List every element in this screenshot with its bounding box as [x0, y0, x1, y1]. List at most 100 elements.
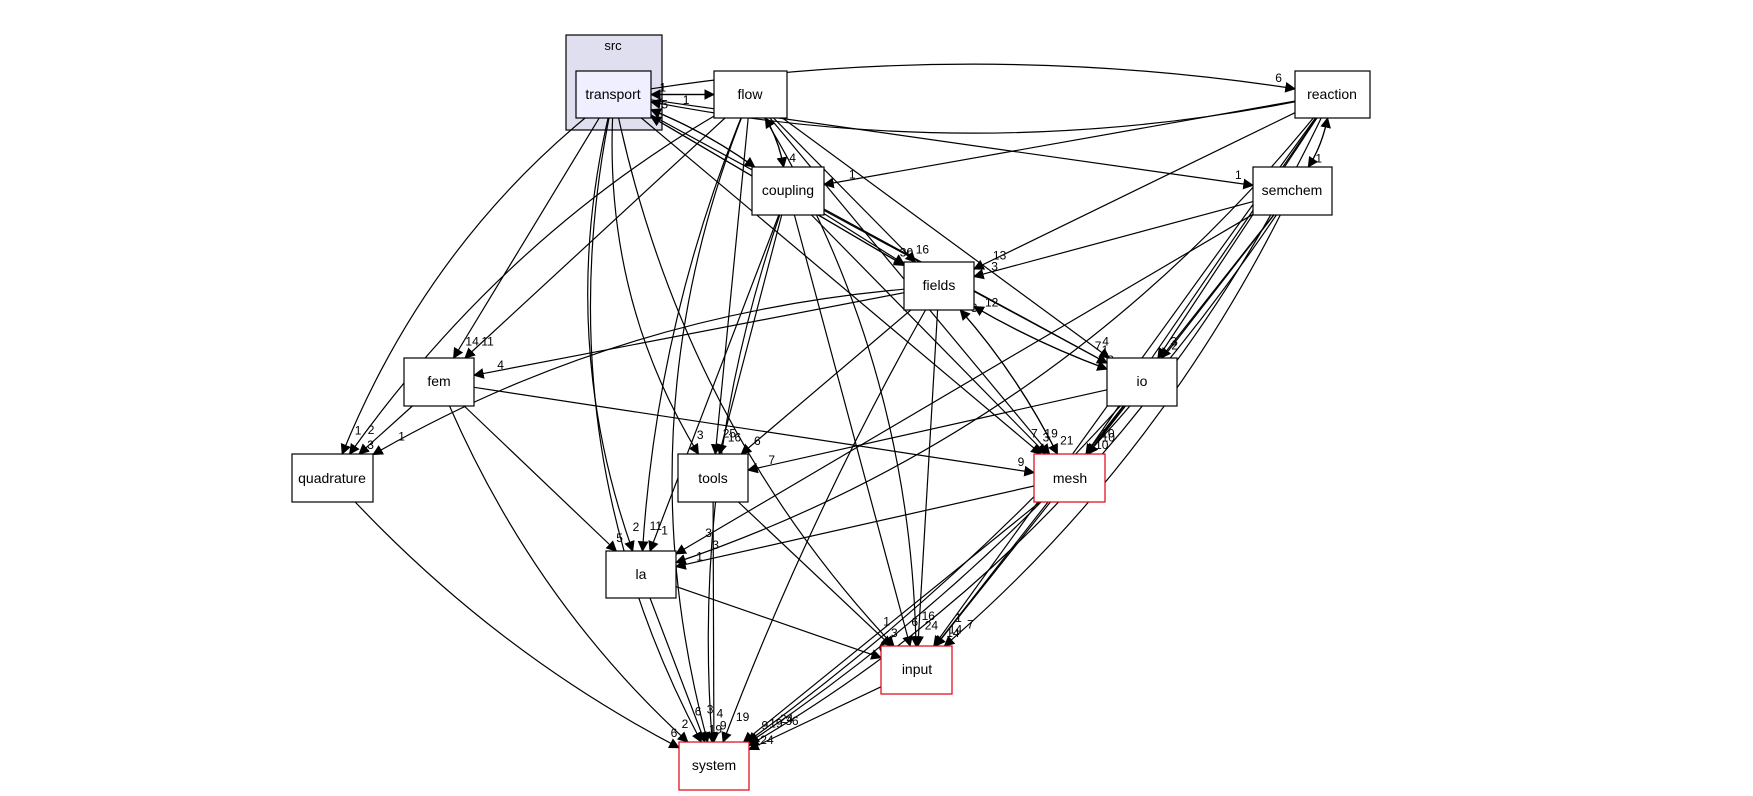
edge-label-flow-to-quadrature: 2: [368, 423, 375, 437]
edge-reaction-to-la[interactable]: [674, 117, 1314, 565]
edge-label-semchem-to-io: 2: [1171, 338, 1178, 352]
node-io[interactable]: io: [1106, 357, 1178, 407]
edge-semchem-to-system[interactable]: [748, 214, 1277, 744]
node-flow[interactable]: flow: [713, 70, 788, 119]
edge-coupling-to-tools[interactable]: [716, 214, 783, 456]
node-semchem-box: [1252, 166, 1333, 216]
edge-fields-to-system[interactable]: [721, 309, 927, 744]
edge-fields-to-tools[interactable]: [740, 309, 912, 455]
edge-flow-to-fem[interactable]: [464, 117, 726, 359]
node-input[interactable]: input: [880, 645, 953, 695]
node-la-box: [605, 550, 677, 599]
edge-semchem-to-reaction[interactable]: [1307, 116, 1331, 168]
edge-io-to-fields[interactable]: [973, 305, 1108, 370]
edge-coupling-to-fields[interactable]: [823, 213, 905, 265]
edge-fields-to-fem[interactable]: [472, 292, 905, 379]
edge-label-transport-to-semchem: 1: [1235, 168, 1242, 182]
node-transport-label: transport: [585, 86, 640, 102]
edge-semchem-to-input[interactable]: [943, 214, 1281, 647]
node-la[interactable]: la: [605, 550, 677, 599]
edge-flow-to-fields[interactable]: [773, 117, 917, 263]
edge-fields-to-input[interactable]: [913, 309, 939, 648]
edge-input-to-system[interactable]: [748, 686, 882, 751]
edge-io-to-tools[interactable]: [746, 389, 1108, 474]
edge-label-fem-to-la: 5: [616, 531, 623, 545]
nodes-layer: transport flow coupling reaction semchem…: [291, 70, 1371, 791]
node-quadrature[interactable]: quadrature: [291, 453, 374, 503]
edge-label-fem-to-quadrature: 3: [367, 438, 374, 452]
node-coupling[interactable]: coupling: [751, 166, 825, 216]
node-mesh-label: mesh: [1053, 470, 1087, 486]
edge-label-reaction-to-fields: 13: [993, 249, 1007, 263]
edge-fem-to-system[interactable]: [448, 405, 689, 743]
edge-label-flow-to-fem: 11: [481, 334, 494, 348]
edge-io-to-mesh[interactable]: [1086, 405, 1125, 455]
edge-flow-to-system[interactable]: [671, 117, 742, 744]
edge-transport-to-mesh[interactable]: [641, 117, 1042, 455]
edge-transport-to-la[interactable]: [587, 117, 635, 553]
node-fem[interactable]: fem: [403, 357, 475, 407]
edge-reaction-to-coupling[interactable]: [822, 100, 1296, 189]
node-input-box: [880, 645, 953, 695]
edge-label-transport-to-fields: 30: [900, 245, 914, 259]
edge-la-to-input[interactable]: [675, 586, 883, 660]
edge-label-fields-to-input: 24: [925, 619, 939, 633]
node-quadrature-box: [291, 453, 374, 503]
edge-transport-to-tools[interactable]: [611, 117, 699, 455]
edge-la-to-system[interactable]: [649, 597, 707, 744]
edge-coupling-to-la[interactable]: [648, 214, 780, 553]
edge-label-input-to-system: 24: [760, 733, 774, 747]
edge-fem-to-quadrature[interactable]: [358, 405, 413, 455]
node-mesh[interactable]: mesh: [1033, 453, 1106, 503]
edge-tools-to-system[interactable]: [708, 501, 720, 744]
node-semchem[interactable]: semchem: [1252, 166, 1333, 216]
edge-label-semchem-to-fields: 3: [991, 260, 998, 274]
edge-label-transport-to-mesh: 7: [1031, 427, 1038, 441]
edge-flow-to-quadrature[interactable]: [348, 115, 715, 455]
node-transport[interactable]: transport: [575, 70, 652, 119]
edge-reaction-to-fields[interactable]: [973, 112, 1296, 270]
edge-transport-to-quadrature[interactable]: [340, 117, 586, 456]
node-tools[interactable]: tools: [677, 453, 749, 503]
edge-quadrature-to-system[interactable]: [354, 501, 680, 749]
edge-label-flow-to-la: 11: [650, 519, 663, 533]
node-tools-label: tools: [698, 470, 728, 486]
edge-semchem-to-la[interactable]: [675, 213, 1254, 555]
edge-flow-to-io[interactable]: [782, 117, 1111, 359]
node-flow-label: flow: [738, 86, 764, 102]
edge-semchem-to-fields[interactable]: [972, 201, 1254, 280]
edge-reaction-to-io[interactable]: [1157, 117, 1318, 359]
edge-fem-to-la[interactable]: [463, 405, 618, 552]
edge-label-io-to-input: 14: [949, 622, 963, 636]
node-quadrature-label: quadrature: [298, 470, 366, 486]
edge-fem-to-mesh[interactable]: [473, 386, 1036, 477]
node-fields[interactable]: fields: [903, 261, 975, 311]
edge-fields-to-io[interactable]: [973, 305, 1109, 371]
edge-flow-to-tools[interactable]: [710, 117, 749, 456]
edge-mesh-to-fields[interactable]: [959, 309, 1058, 455]
node-reaction-box: [1294, 70, 1371, 119]
edge-label-coupling-to-mesh: 3: [1043, 430, 1050, 444]
edge-tools-to-input[interactable]: [737, 501, 892, 647]
edge-mesh-to-la[interactable]: [674, 485, 1035, 570]
node-transport-box: [575, 70, 652, 119]
node-coupling-box: [751, 166, 825, 216]
edge-transport-to-fem[interactable]: [453, 117, 600, 359]
edge-semchem-to-mesh[interactable]: [1087, 214, 1275, 455]
edge-mesh-to-input[interactable]: [934, 501, 1051, 647]
node-la-label: la: [636, 566, 647, 582]
edge-label-flow-to-fields: 16: [916, 242, 930, 256]
edge-label-reaction-to-coupling: 1: [849, 167, 856, 181]
edge-label-transport-to-fem: 14: [465, 334, 479, 348]
edge-fields-to-quadrature[interactable]: [372, 288, 905, 456]
edge-coupling-to-input[interactable]: [793, 214, 913, 648]
node-system[interactable]: system: [678, 741, 750, 791]
node-reaction[interactable]: reaction: [1294, 70, 1371, 119]
node-semchem-label: semchem: [1262, 182, 1323, 198]
edge-transport-to-system[interactable]: [589, 117, 702, 743]
edge-label-coupling-to-io: 1: [1102, 343, 1109, 357]
edge-coupling-to-mesh[interactable]: [811, 214, 1047, 455]
node-reaction-label: reaction: [1307, 86, 1357, 102]
edge-label-fields-to-tools: 6: [754, 434, 761, 448]
edge-mesh-to-system[interactable]: [742, 501, 1041, 743]
